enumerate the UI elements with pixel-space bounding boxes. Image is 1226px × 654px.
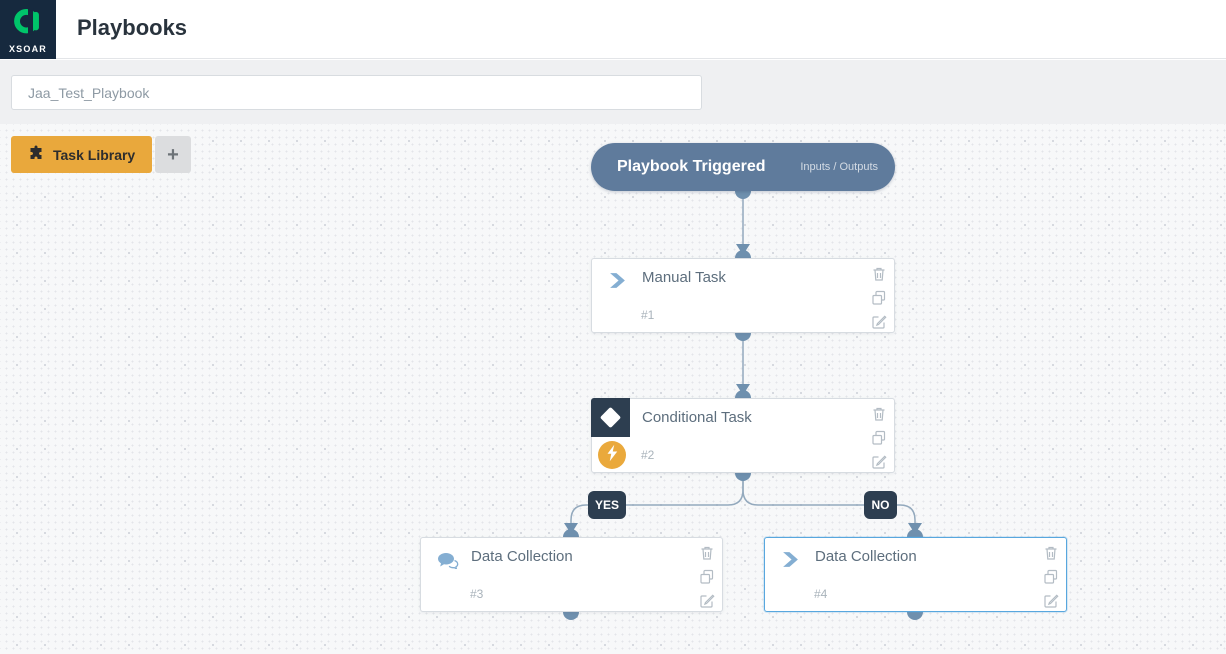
branch-label-yes: YES (588, 491, 627, 519)
edit-icon[interactable] (871, 314, 887, 330)
task-node-manual-task[interactable]: Manual Task #1 (591, 258, 895, 333)
copy-icon[interactable] (1043, 569, 1059, 585)
task-library-label: Task Library (53, 146, 136, 163)
trash-icon[interactable] (871, 406, 887, 422)
task-title: Data Collection (815, 548, 917, 565)
task-actions (1043, 545, 1059, 609)
task-node-data-collection-3[interactable]: Data Collection #3 (420, 537, 723, 612)
trash-icon[interactable] (1043, 545, 1059, 561)
edit-icon[interactable] (699, 593, 715, 609)
task-title: Data Collection (471, 548, 573, 565)
trash-icon[interactable] (871, 266, 887, 282)
add-task-button[interactable]: + (155, 136, 191, 173)
page-title: Playbooks (77, 15, 188, 40)
edit-icon[interactable] (871, 454, 887, 470)
task-node-data-collection-4[interactable]: Data Collection #4 (764, 537, 1067, 612)
task-library-button[interactable]: Task Library (11, 136, 153, 173)
task-node-conditional-task[interactable]: Conditional Task #2 (591, 398, 895, 473)
trigger-node-title: Playbook Triggered (617, 158, 766, 175)
playbook-canvas[interactable]: Task Library + Playbook Triggered Inputs… (0, 124, 1226, 654)
task-id: #4 (814, 587, 828, 601)
copy-icon[interactable] (871, 290, 887, 306)
trash-icon[interactable] (699, 545, 715, 561)
inputs-outputs-link[interactable]: Inputs / Outputs (800, 161, 878, 173)
conditional-type-badge (591, 398, 630, 437)
app-header: XSOAR Playbooks (0, 0, 1226, 59)
copy-icon[interactable] (871, 430, 887, 446)
xsoar-logo-text: XSOAR (8, 43, 47, 54)
automation-badge (598, 441, 626, 469)
chevron-icon (608, 271, 627, 295)
xsoar-logo[interactable]: XSOAR (0, 0, 56, 59)
branch-label-no: NO (864, 491, 897, 519)
chat-bubble-icon (437, 552, 459, 574)
task-id: #2 (641, 448, 655, 462)
xsoar-logo-icon (11, 6, 45, 43)
task-actions (871, 266, 887, 330)
copy-icon[interactable] (699, 569, 715, 585)
playbook-toolbar (0, 60, 1226, 124)
lightning-icon (604, 444, 620, 467)
diamond-icon (599, 406, 622, 429)
playbook-name-input[interactable] (11, 75, 702, 110)
edit-icon[interactable] (1043, 593, 1059, 609)
task-title: Conditional Task (642, 409, 752, 426)
playbook-triggered-node[interactable]: Playbook Triggered Inputs / Outputs (591, 143, 895, 191)
task-actions (871, 406, 887, 470)
task-id: #1 (641, 308, 655, 322)
task-title: Manual Task (642, 269, 726, 286)
puzzle-icon (28, 145, 44, 164)
task-id: #3 (470, 587, 484, 601)
chevron-icon (781, 550, 800, 574)
task-actions (699, 545, 715, 609)
